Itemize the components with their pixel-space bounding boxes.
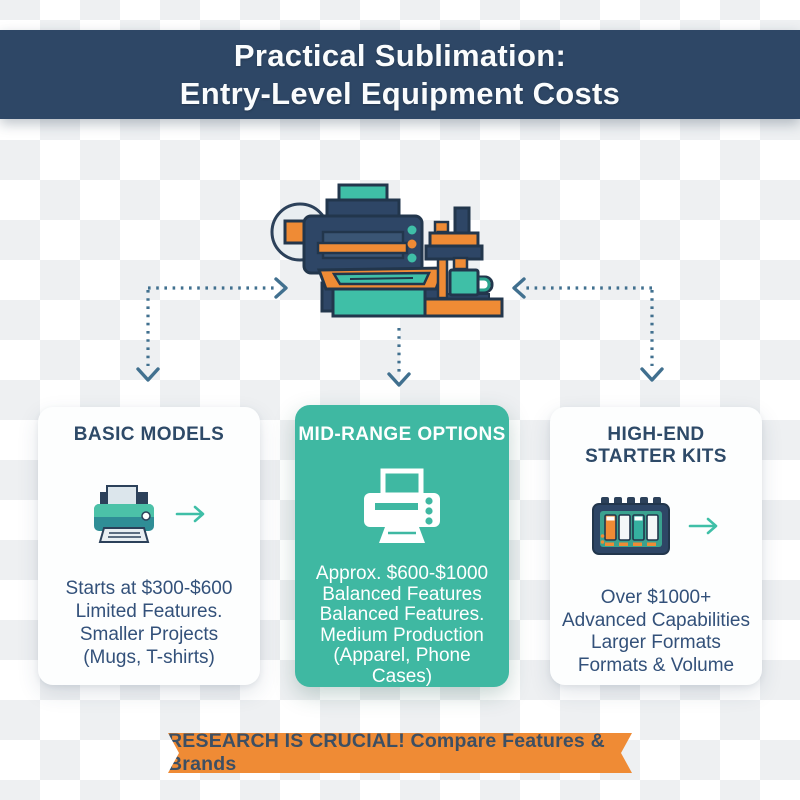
printer-and-heat-press-illustration [270,183,504,318]
chevron-down-icon [387,372,411,387]
card-title: BASIC MODELS [73,424,225,445]
card-mid-range-options: MID-RANGE OPTIONS Approx. $600-$1000 Bal… [295,405,509,687]
chevron-down-icon [136,367,160,382]
card-title: HIGH-END STARTER KITS [585,424,727,467]
page-title-line-2: Entry-Level Equipment Costs [179,75,621,111]
chevron-down-icon [640,367,664,382]
card-description: Starts at $300-$600 Limited Features. Sm… [65,578,233,668]
ink-cartridge-set-icon [592,497,670,555]
card-high-end-starter-kits: HIGH-END STARTER KITS [550,407,762,685]
card-basic-models: BASIC MODELS Starts at $300-$6 [38,407,260,685]
sublimation-printer-icon [302,183,447,318]
printer-glyph-icon [364,468,440,543]
desktop-printer-icon [94,485,154,543]
page-title: Practical Sublimation: Entry-Level Equip… [180,37,620,113]
ribbon-text: RESEARCH IS CRUCIAL! Compare Features & … [168,730,605,775]
arrow-right-icon [175,505,205,523]
card-description: Approx. $600-$1000 Balanced Features Bal… [315,563,489,687]
card-title: MID-RANGE OPTIONS [298,424,506,445]
research-ribbon-banner: RESEARCH IS CRUCIAL! Compare Features & … [168,733,632,773]
header-banner: Practical Sublimation: Entry-Level Equip… [0,30,800,119]
arrow-right-icon [688,517,718,535]
page-title-line-1: Practical Sublimation: [233,37,567,73]
card-description: Over $1000+ Advanced Capabilities Larger… [561,587,750,676]
mug-heat-press-icon [423,206,504,318]
